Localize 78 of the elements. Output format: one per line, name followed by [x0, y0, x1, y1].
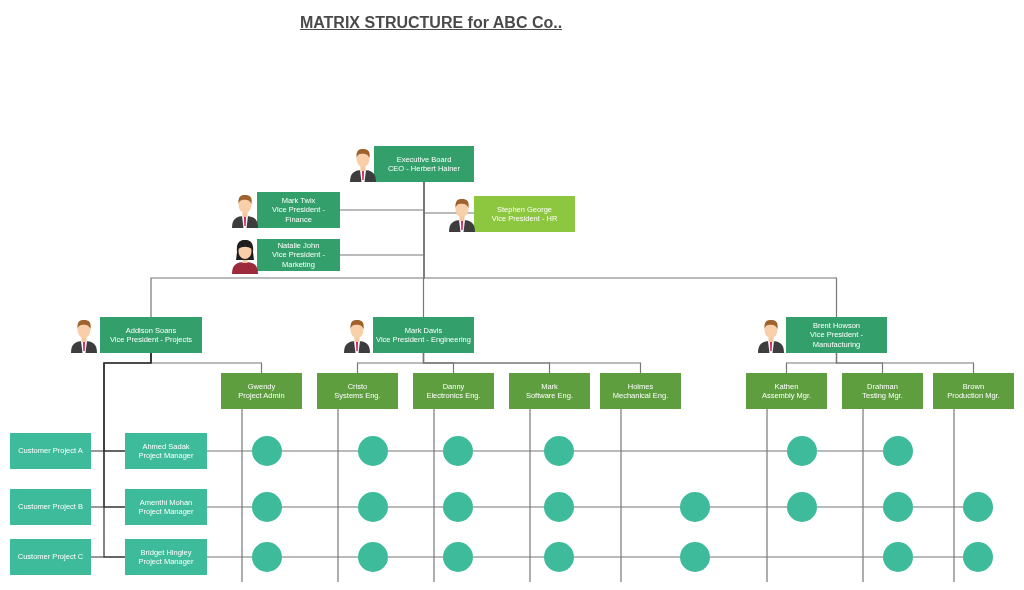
connector-line — [241, 408, 243, 583]
matrix-dot — [358, 542, 388, 572]
role-box — [257, 192, 340, 228]
matrix-dot — [883, 542, 913, 572]
connector-line — [766, 408, 768, 583]
matrix-dot — [680, 492, 710, 522]
connector-line — [816, 450, 884, 452]
connector-line — [387, 450, 444, 452]
connector-line — [281, 506, 359, 508]
matrix-dot — [443, 436, 473, 466]
matrix-dot — [443, 542, 473, 572]
matrix-dot — [443, 492, 473, 522]
matrix-dot — [358, 436, 388, 466]
role-box — [600, 373, 681, 409]
project-box — [125, 489, 207, 525]
matrix-dot — [963, 492, 993, 522]
role-box — [474, 196, 575, 232]
role-box — [413, 373, 494, 409]
role-box — [509, 373, 590, 409]
connector-line — [281, 556, 359, 558]
diagram-title: MATRIX STRUCTURE for ABC Co.. — [298, 14, 564, 32]
connector-line — [281, 450, 359, 452]
connector-line — [472, 506, 545, 508]
role-box — [933, 373, 1014, 409]
matrix-dot — [680, 542, 710, 572]
matrix-dot — [544, 542, 574, 572]
matrix-dot — [787, 436, 817, 466]
matrix-dot — [963, 542, 993, 572]
matrix-dot — [787, 492, 817, 522]
connector-line — [387, 556, 444, 558]
project-box — [10, 433, 91, 469]
connector-line — [862, 408, 864, 583]
role-box — [100, 317, 202, 353]
connector-line — [529, 408, 531, 583]
connector-line — [912, 556, 964, 558]
role-box — [257, 239, 340, 271]
connector-line — [433, 408, 435, 583]
connector-line — [103, 352, 152, 558]
role-box — [221, 373, 302, 409]
connector-line — [573, 556, 681, 558]
connector-line — [472, 450, 545, 452]
project-box — [10, 539, 91, 575]
project-box — [125, 539, 207, 575]
role-box — [786, 317, 887, 353]
connector-line — [620, 408, 622, 583]
connector-line — [472, 556, 545, 558]
role-box — [317, 373, 398, 409]
role-box — [374, 146, 474, 182]
connector-line — [206, 556, 253, 558]
connector-line — [206, 506, 253, 508]
connector-line — [709, 506, 788, 508]
connector-line — [90, 506, 126, 508]
matrix-dot — [883, 436, 913, 466]
connector-line — [90, 450, 126, 452]
matrix-dot — [544, 436, 574, 466]
project-box — [125, 433, 207, 469]
connector-line — [709, 556, 884, 558]
matrix-dot — [252, 436, 282, 466]
matrix-dot — [544, 492, 574, 522]
connector-line — [912, 506, 964, 508]
connector-line — [835, 352, 975, 374]
matrix-dot — [883, 492, 913, 522]
connector-line — [206, 450, 253, 452]
connector-line — [90, 556, 126, 558]
role-box — [373, 317, 474, 353]
connector-line — [422, 352, 642, 374]
connector-line — [953, 408, 955, 583]
role-box — [842, 373, 923, 409]
project-box — [10, 489, 91, 525]
connector-line — [573, 450, 788, 452]
connector-line — [387, 506, 444, 508]
connector-line — [337, 408, 339, 583]
connector-line — [816, 506, 884, 508]
matrix-dot — [252, 492, 282, 522]
matrix-dot — [252, 542, 282, 572]
role-box — [746, 373, 827, 409]
connector-line — [573, 506, 681, 508]
matrix-dot — [358, 492, 388, 522]
